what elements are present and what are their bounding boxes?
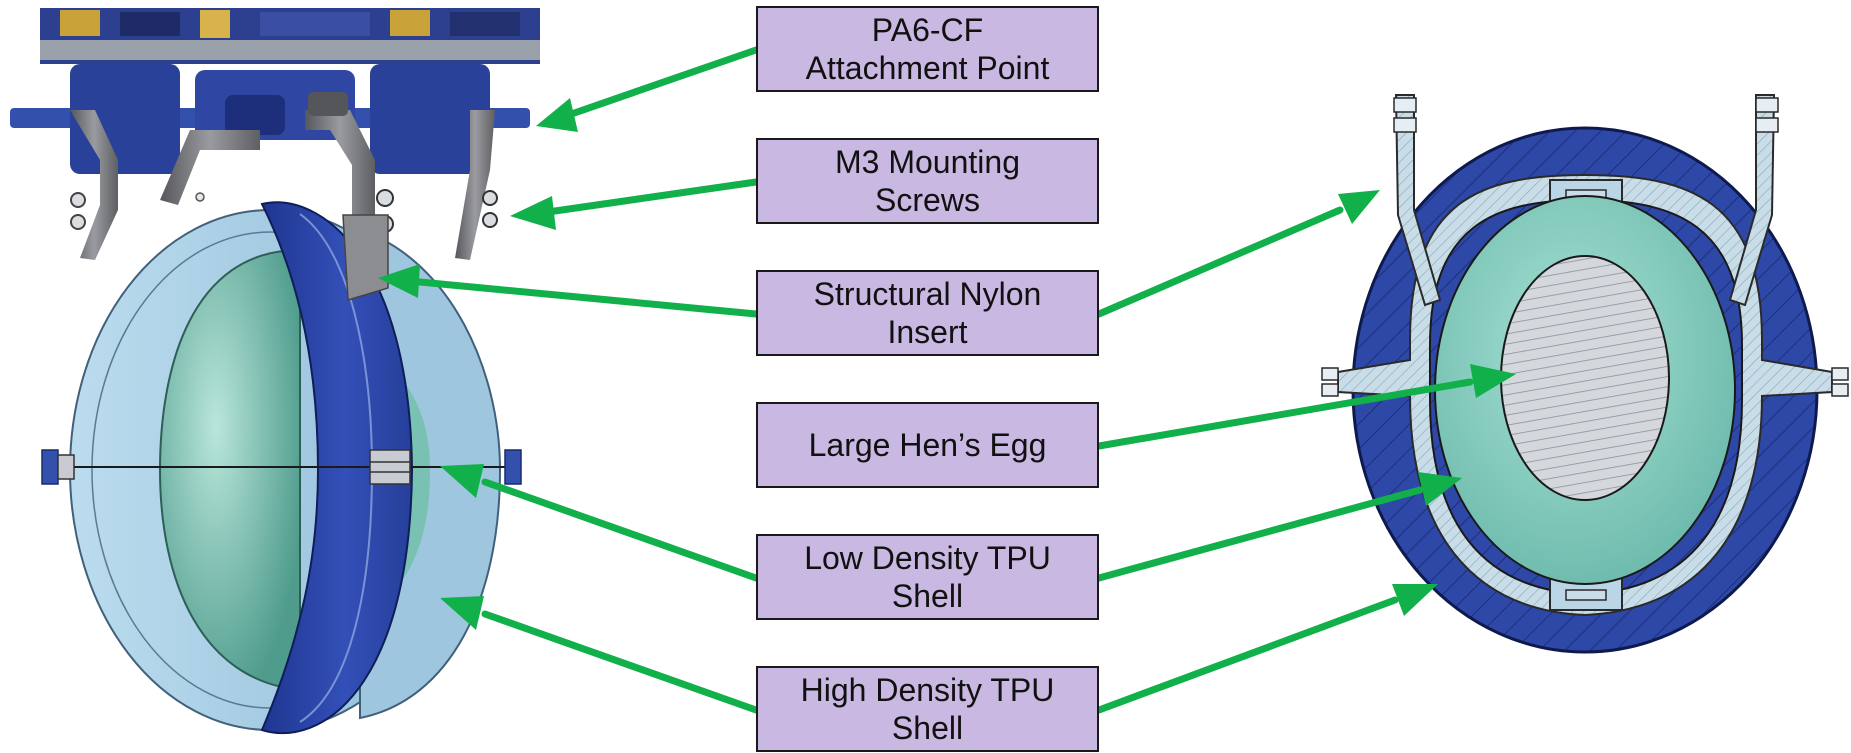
arrow-attachment-point [536, 46, 760, 132]
label-high-density-tpu-shell: High Density TPU Shell [756, 666, 1099, 752]
label-m3-mounting-screws: M3 Mounting Screws [756, 138, 1099, 224]
structural-nylon-insert [342, 214, 389, 301]
section-egg [1500, 255, 1670, 501]
label-structural-nylon-insert: Structural Nylon Insert [756, 270, 1099, 356]
arrow-low-density-tpu [440, 464, 1462, 582]
label-large-hens-egg: Large Hen’s Egg [756, 402, 1099, 488]
equator-clips [41, 449, 522, 485]
arrow-egg [1095, 364, 1516, 450]
inner-tpu-dome [158, 248, 301, 692]
arrow-high-density-tpu [440, 584, 1438, 714]
arrow-mounting-screws [510, 178, 760, 230]
label-low-density-tpu-shell: Low Density TPU Shell [756, 534, 1099, 620]
label-pa6-cf-attachment-point: PA6-CF Attachment Point [756, 6, 1099, 92]
assembly-3d-view [10, 8, 540, 735]
arrow-nylon-insert [378, 190, 1380, 318]
electronics-board [40, 8, 540, 64]
section-bracket-arms [1321, 94, 1849, 397]
callout-arrows [378, 46, 1516, 714]
pa6-cf-attachment-frame [10, 64, 530, 174]
cross-section-view [1321, 94, 1849, 654]
m3-screws [70, 189, 498, 233]
